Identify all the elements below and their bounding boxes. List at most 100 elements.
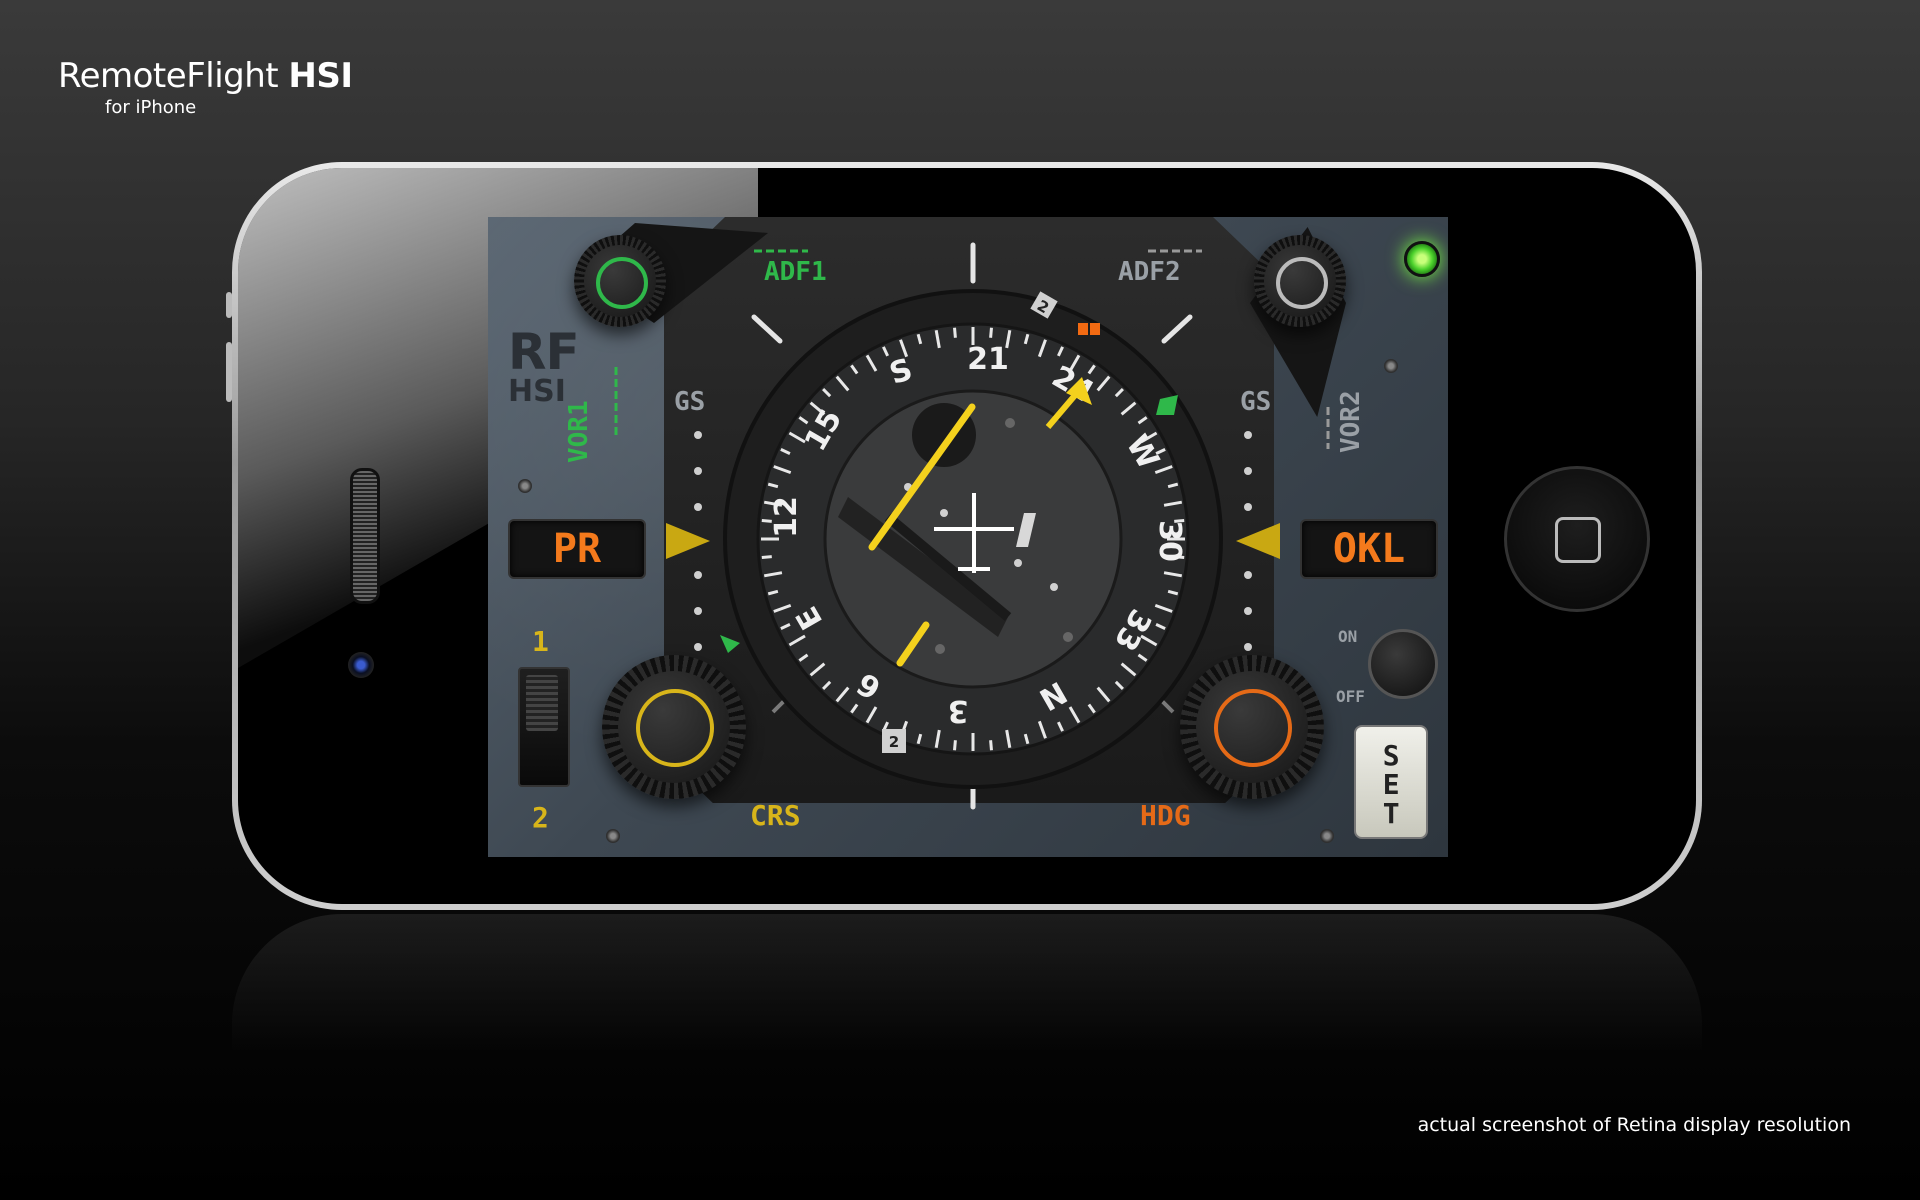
compass-tick [835,375,850,392]
compass-tick [1137,416,1148,425]
compass-tick [934,729,941,749]
compass-tick [953,740,957,751]
course-pointer [868,403,976,551]
compass-tick [1023,333,1030,345]
compass-tick [780,448,791,455]
gs-pointer-left [666,523,710,559]
hsi-instrument: S 21 24 W 30 33 N 3 6 E 12 15 [614,242,1330,810]
compass-tick [1068,354,1081,372]
compass-tick [1167,589,1179,596]
adf2-label: ADF2 [1118,257,1181,287]
compass-tick [822,388,832,398]
compass-ticks [761,327,1185,751]
adf1-knob[interactable] [574,235,666,327]
heading-bug-inner [1016,513,1036,547]
compass-tick [1155,448,1166,455]
compass-tick [916,333,923,345]
phone-reflection [232,914,1702,1054]
compass-tick [1154,465,1173,475]
on-label: ON [1338,627,1358,646]
heading-bug-orange [1078,323,1100,335]
compass-label-30: 30 [1152,520,1187,562]
compass-tick [1163,500,1183,507]
compass-tick [788,634,806,647]
compass-tick [1096,375,1111,392]
brand-title: RemoteFlight HSI for iPhone [58,56,353,118]
indicator-box-bottom [882,729,906,753]
cdi-line [884,513,1012,621]
vor2-label: VOR2 [1336,390,1366,453]
compass-tick [809,401,826,416]
compass-tick [1005,329,1012,349]
compass-tick [767,589,779,596]
crs-knob[interactable] [602,655,746,799]
camera-icon [348,652,374,678]
hsi-panel: RF HSI GS GS [488,217,1448,857]
led-indicator-icon [1404,241,1440,277]
readout-right: OKL [1300,519,1438,579]
compass-tick [953,327,957,338]
set-button[interactable]: SET [1354,725,1428,839]
brand-subtitle: for iPhone [105,97,197,118]
compass-tick [780,623,791,630]
compass-tick [773,603,792,613]
compass-tick [882,346,889,357]
screenshot-caption: actual screenshot of Retina display reso… [1417,1114,1851,1136]
compass-tick [1155,623,1166,630]
compass-tick [1140,634,1158,647]
hdg-knob[interactable] [1180,655,1324,799]
brand-name-flight: Flight [186,56,279,96]
compass-tick [822,680,832,690]
compass-tick [788,431,806,444]
compass-tick [763,571,783,578]
compass-labels: S 21 24 W 30 33 N 3 6 E 12 15 [769,342,1187,728]
compass-tick [1096,686,1111,703]
indicator-2-bottom: 2 [889,733,899,751]
compass-tick [1068,706,1081,724]
aircraft-symbol-icon [934,493,1014,573]
gs-pointer-right [1236,523,1280,559]
compass-tick [1137,653,1148,662]
hdg-label: HDG [1140,799,1191,832]
compass-tick [1167,482,1179,489]
crs-label: CRS [750,799,801,832]
compass-tick [1174,555,1185,559]
adf-marker-green [720,635,740,653]
adf1-knob-ring [596,257,648,309]
power-knob[interactable] [1368,629,1438,699]
brand-name-hsi: HSI [288,56,353,96]
gs-scale-left [694,431,702,651]
adf2-knob[interactable] [1254,235,1346,327]
compass-tick [850,364,859,375]
compass-label-12: 12 [769,496,804,538]
compass-label-21: 21 [967,342,1009,377]
switch-lever [526,675,558,731]
compass-label-3: 3 [948,693,969,728]
compass-tick [1120,662,1137,677]
compass-tick [865,354,878,372]
compass-tick [773,465,792,475]
panel-logo: RF HSI [508,323,580,407]
brand-name-remote: Remote [58,56,187,96]
switch-label-2: 2 [532,801,549,834]
crs-knob-ring [636,689,714,767]
compass-tick [809,662,826,677]
compass-tick [1140,431,1158,444]
source-switch[interactable] [518,667,570,787]
adf2-knob-ring [1276,257,1328,309]
compass-tick [761,555,772,559]
compass-tick [798,653,809,662]
compass-tick [798,416,809,425]
gs-scale-right [1244,431,1252,651]
home-square-icon [1555,517,1601,563]
volume-button-top [226,292,232,318]
gs-left-label: GS [674,387,706,417]
off-label: OFF [1336,687,1365,706]
inner-screws [935,418,1073,654]
screw-icon [1384,359,1398,373]
home-button-icon[interactable] [1504,466,1650,612]
compass-tick [1120,401,1137,416]
readout-left: PR [508,519,646,579]
logo-rf: RF [508,323,580,381]
compass-tick [1005,729,1012,749]
